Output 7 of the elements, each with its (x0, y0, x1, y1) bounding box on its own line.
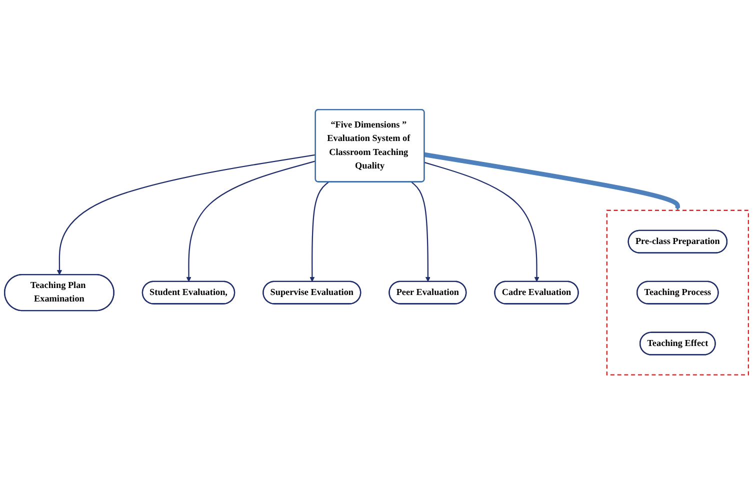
cluster (606, 210, 749, 376)
arrow (424, 152, 680, 211)
arrow (310, 182, 329, 282)
arrow (186, 160, 316, 282)
arrow (424, 162, 540, 282)
arrow (56, 154, 316, 276)
arrow (411, 182, 430, 282)
